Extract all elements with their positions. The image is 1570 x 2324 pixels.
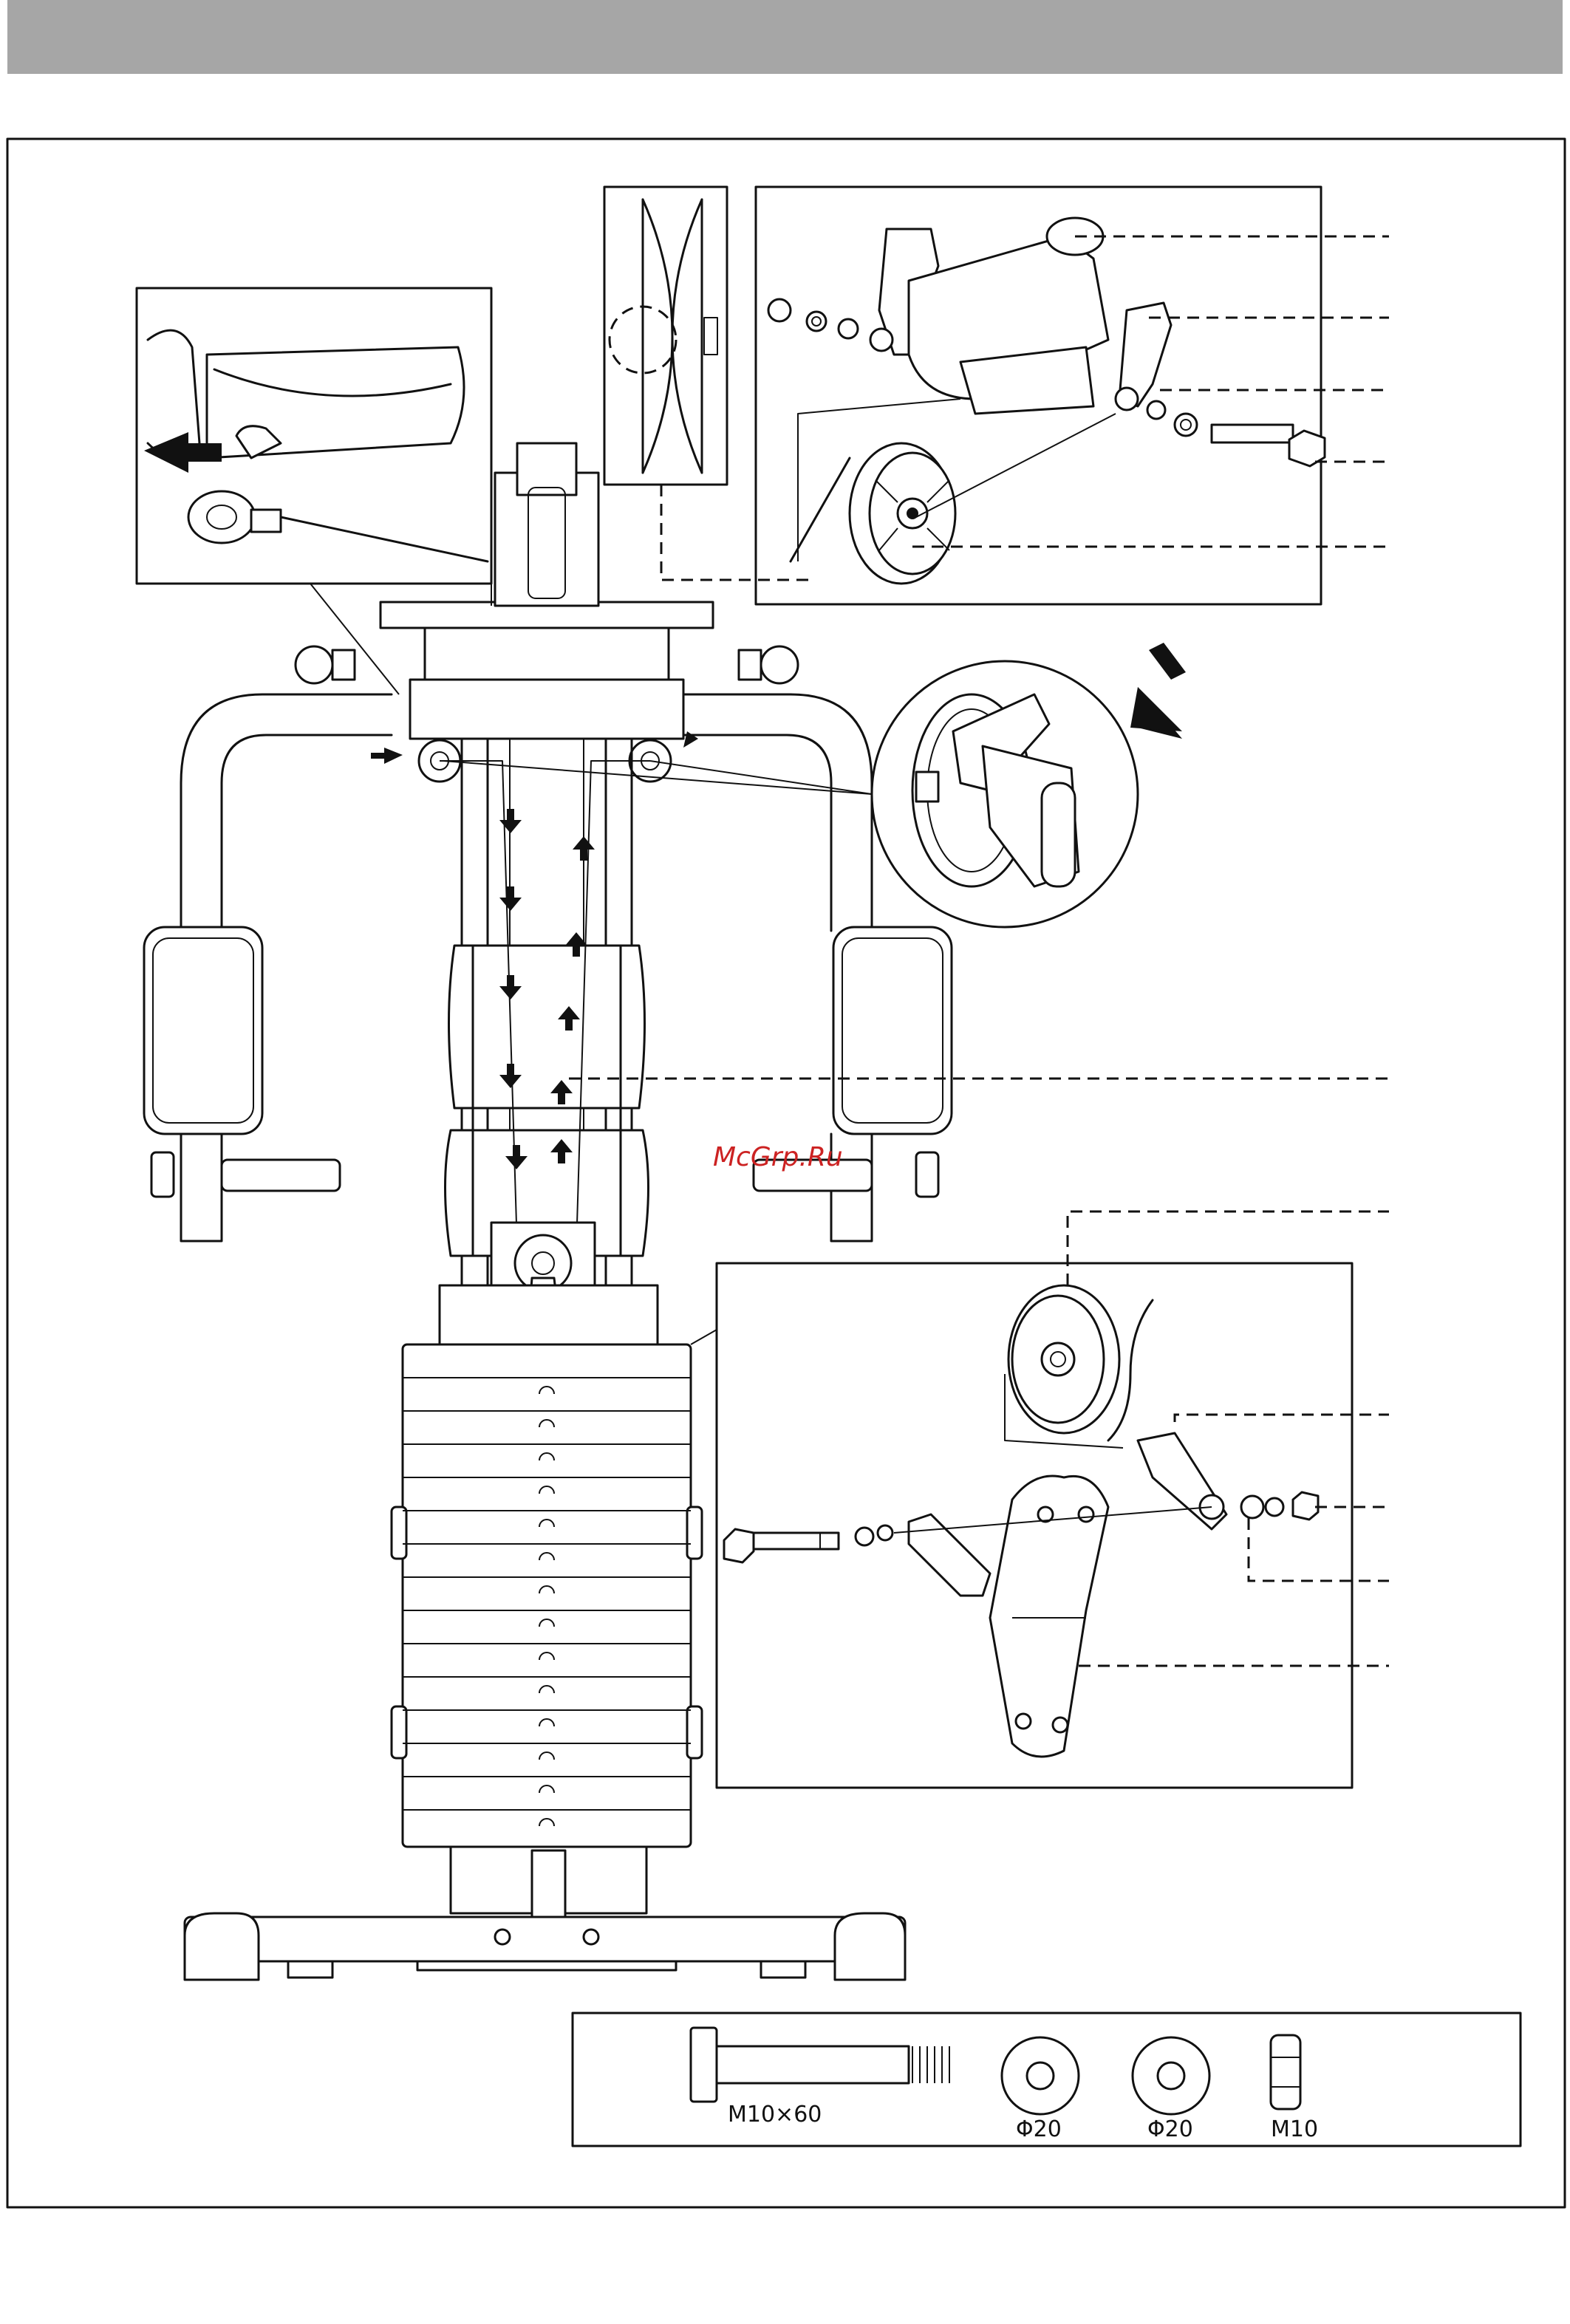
home-gym-machine: [144, 443, 952, 1980]
nut-label: M10: [1271, 2116, 1318, 2142]
pulley-profile-detail: [604, 187, 809, 580]
washer-b-label: Φ20: [1147, 2116, 1193, 2142]
top-pulley-exploded-view: [756, 187, 1389, 604]
hardware-parts-box: M10×60 Φ20 Φ20 M10: [573, 2013, 1520, 2146]
bolt-label: M10×60: [728, 2102, 822, 2128]
lower-pulley-exploded-view: [691, 1211, 1389, 1788]
watermark-text: McGrp.Ru: [713, 1142, 843, 1172]
washer-a-label: Φ20: [1016, 2116, 1062, 2142]
